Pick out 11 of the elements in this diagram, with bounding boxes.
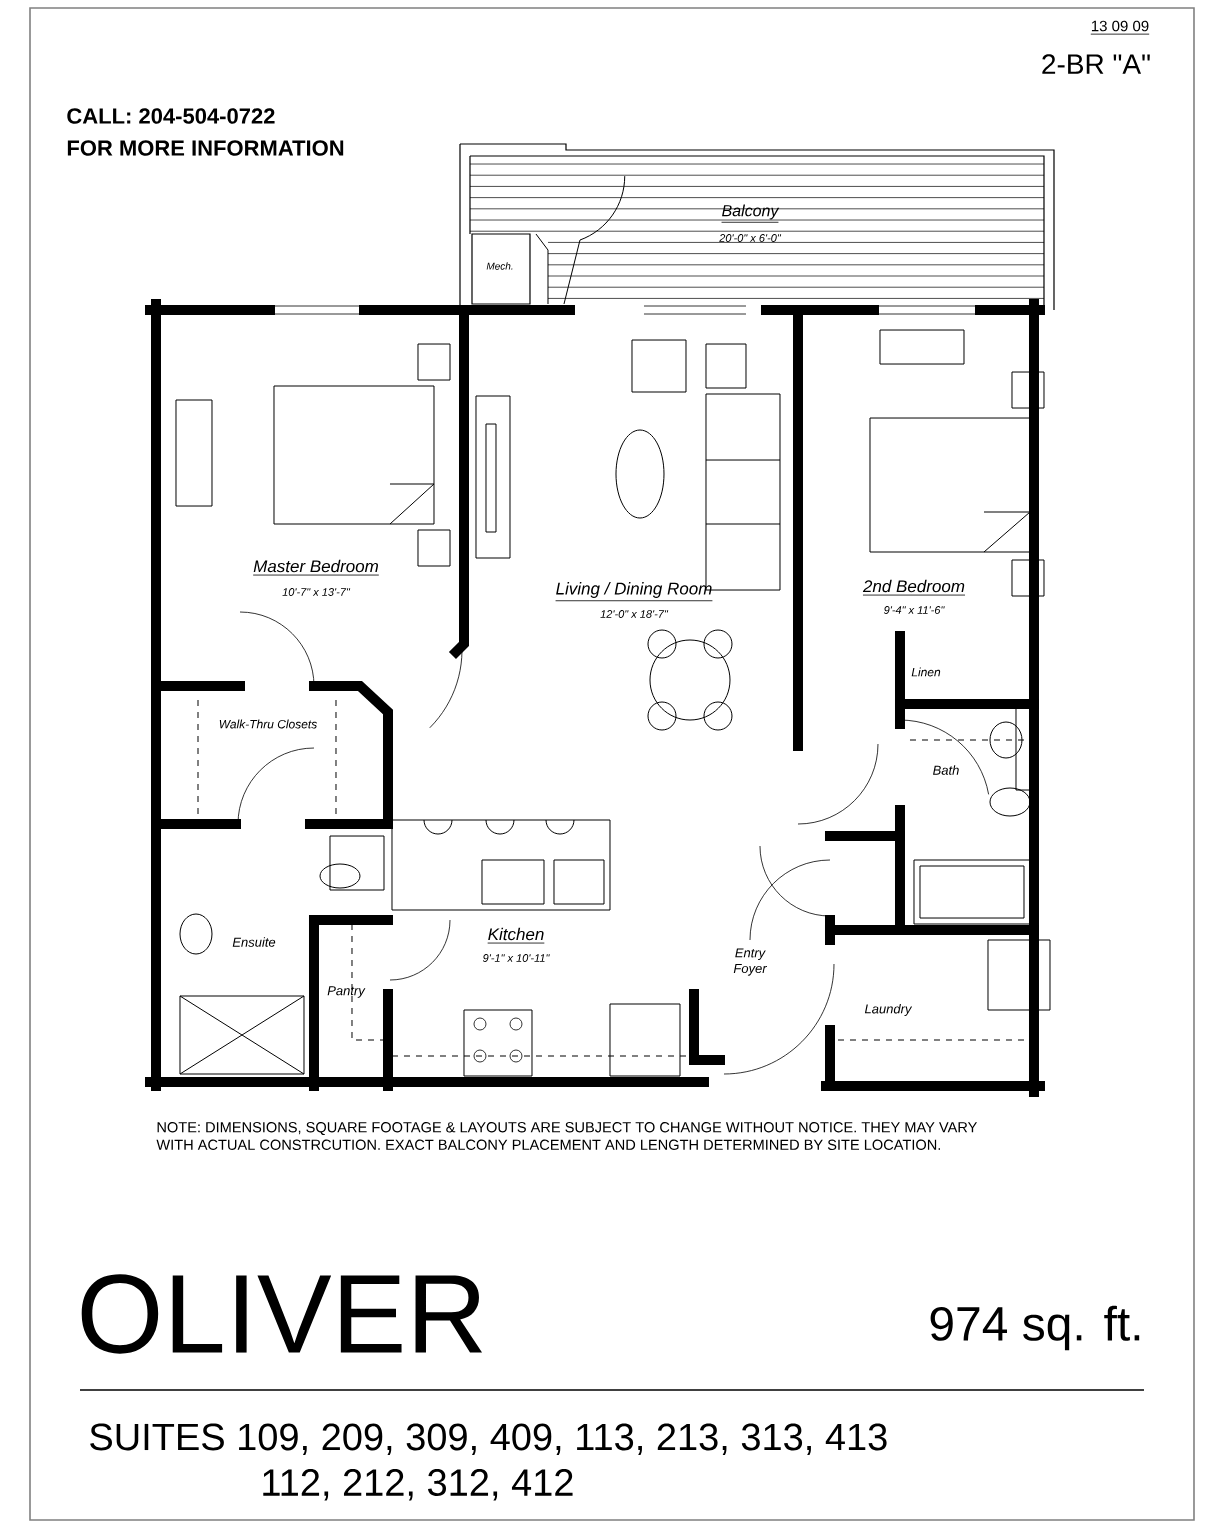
room-label: 2nd Bedroom xyxy=(862,579,966,596)
room-label: Living / Dining Room xyxy=(555,582,713,602)
suite-list: SUITES 109, 209, 309, 409, 113, 213, 313, 413 112, 212, 312, 412 xyxy=(90,1423,887,1501)
area-label: 974 sq. ft. xyxy=(930,1305,1140,1351)
unit-type-label: 2-BR "A" xyxy=(1042,54,1150,74)
room-label: Master Bedroom xyxy=(252,559,380,576)
room-label: Kitchen xyxy=(487,927,545,944)
phone-number: CALL: 204-504-0722 xyxy=(67,108,275,124)
plan-name: OLIVER xyxy=(81,1274,483,1354)
info-text: FOR MORE INFORMATION xyxy=(67,140,344,156)
room-label: Balcony xyxy=(721,204,780,223)
